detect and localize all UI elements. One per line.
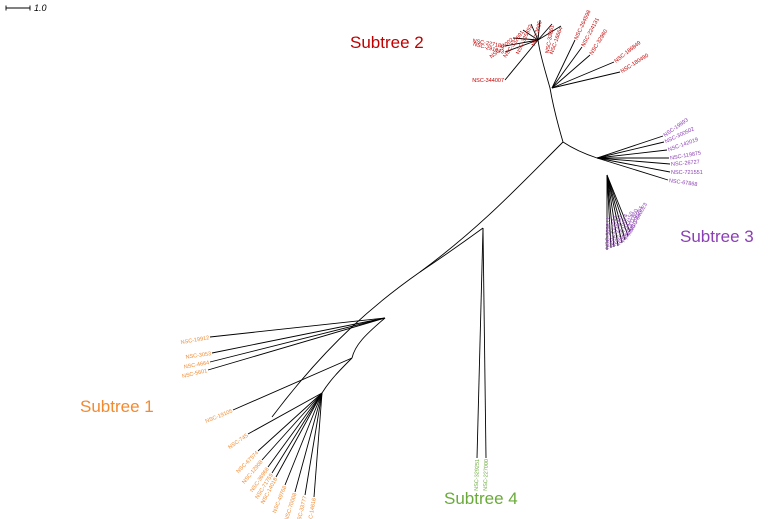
- subtree4-leaf-branch: [476, 227, 484, 459]
- subtree2-leaf-branch: [551, 61, 615, 89]
- subtree2-leaf-branch: [537, 25, 562, 41]
- subtree3-leaf-branch: [596, 135, 664, 159]
- subtree4-leaf-label: NSC-329251: [474, 459, 481, 491]
- leaf-labels: NSC-19912NSC-3053NSC-4664NSC-5601NSC-191…: [180, 9, 702, 519]
- subtree2-leaf-branch: [551, 39, 576, 89]
- subtree3-leaf-label: NSC-309812: [605, 217, 612, 249]
- subtree1-leaf-branch: [207, 317, 386, 371]
- subtree3-leaf-label: NSC-226007: [612, 214, 623, 246]
- subtree3-leaf-label: NSC-67868: [668, 178, 697, 188]
- subtree2-leaf-branch: [504, 39, 539, 47]
- subtree4-leaf-label: NSC-227000: [483, 459, 490, 491]
- subtree3-leaf-label: NSC-119875: [670, 150, 702, 161]
- subtree4-leaf-branch: [482, 227, 487, 459]
- scale-bar-label: 1.0: [34, 3, 47, 13]
- subtree2-leaf-branch: [551, 46, 583, 89]
- subtree2-leaf-branch: [537, 23, 553, 41]
- subtree3-leaf-branch: [606, 174, 619, 247]
- subtree-3-title: Subtree 3: [680, 227, 754, 246]
- subtree3-leaf-branch: [606, 174, 615, 248]
- subtree1-leaf-branch: [304, 392, 323, 496]
- subtree1-leaf-branch: [313, 392, 323, 498]
- subtree1-leaf-branch: [261, 392, 323, 461]
- subtree3-leaf-branch: [606, 174, 623, 244]
- subtree-1-title: Subtree 1: [80, 397, 154, 416]
- subtree3-leaf-label: NSC-217014: [609, 215, 618, 247]
- subtree3-leaf-branch: [596, 157, 671, 173]
- subtree1-leaf-branch: [247, 392, 323, 435]
- subtree3-leaf-label: NSC-721551: [671, 170, 703, 176]
- backbone-root-to-center: [271, 141, 564, 418]
- subtree3-leaf-branch: [596, 149, 668, 159]
- subtree-4-title: Subtree 4: [444, 489, 518, 508]
- subtree1-leaf-branch: [284, 392, 323, 486]
- subtree1-leaf-branch: [294, 392, 323, 493]
- tree-backbone: [271, 39, 598, 418]
- subtree2-leaf-branch: [504, 39, 539, 53]
- subtree2-leaf-branch: [504, 39, 539, 81]
- backbone-to-subtree3: [562, 141, 598, 159]
- subtree3-leaf-branch: [596, 157, 669, 181]
- subtree2-leaf-label: NSC-33861: [545, 25, 556, 54]
- scale-bar: 1.0: [5, 3, 47, 13]
- subtree1-leaf-branch: [257, 392, 323, 452]
- subtree1-leaf-label: NSC-49768: [272, 485, 288, 514]
- subtree-2-title: Subtree 2: [350, 33, 424, 52]
- subtree1-leaf-branch: [232, 357, 353, 411]
- subtree1-leaf-label: NSC-14616: [307, 498, 318, 519]
- subtree1-leaf-label: NSC-3053: [185, 351, 211, 361]
- subtree1-leaf-label: NSC-4664: [183, 360, 209, 370]
- subtree2-leaf-label: NSC-3695: [531, 20, 543, 46]
- subtree2-leaf-branch: [522, 29, 539, 41]
- subtree3-leaf-label: NSC-26727: [671, 159, 700, 167]
- subtree1-leaf-label: NSC-5601: [182, 368, 208, 380]
- subtree2-leaf-branch: [512, 37, 539, 41]
- subtree1-leaf-branch: [275, 392, 323, 478]
- backbone-to-subtree1-lower: [321, 357, 353, 394]
- subtree1-leaf-label: NSC-19912: [180, 335, 209, 346]
- subtree1-leaf-label: NSC-745: [228, 433, 250, 451]
- subtree2-leaf-label: NSC-227186: [472, 38, 504, 49]
- subtree1-leaf-branch: [267, 392, 323, 468]
- subtree1-leaf-branch: [209, 317, 386, 363]
- subtree3-leaf-branch: [596, 141, 665, 159]
- subtree1-leaf-label: NSC-70008: [284, 492, 299, 519]
- subtree1-leaf-branch: [271, 392, 323, 474]
- subtree2-leaf-branch: [551, 71, 621, 89]
- subtree2-leaf-label: NSC-344007: [472, 78, 504, 84]
- backbone-to-subtree4: [419, 227, 484, 273]
- subtree1-leaf-label: NSC-33777: [296, 495, 309, 519]
- subtree2-leaf-branch: [530, 23, 539, 41]
- subtree1-leaf-label: NSC-19105: [205, 409, 234, 425]
- subtree2-leaf-branch: [551, 54, 591, 89]
- backbone-to-subtree2: [537, 39, 564, 143]
- backbone-to-subtree1-upper: [351, 317, 386, 359]
- subtree3-leaf-branch: [606, 174, 612, 249]
- subtree1-leaf-branch: [209, 317, 386, 338]
- subtree3-leaf-branch: [606, 174, 629, 237]
- subtree3-leaf-branch: [606, 174, 631, 233]
- subtree3-leaf-branch: [606, 174, 626, 241]
- subtree2-leaf-branch: [537, 19, 541, 41]
- subtree3-leaf-branch: [596, 157, 671, 165]
- leaf-branches: [207, 19, 671, 498]
- subtree1-leaf-branch: [211, 317, 386, 354]
